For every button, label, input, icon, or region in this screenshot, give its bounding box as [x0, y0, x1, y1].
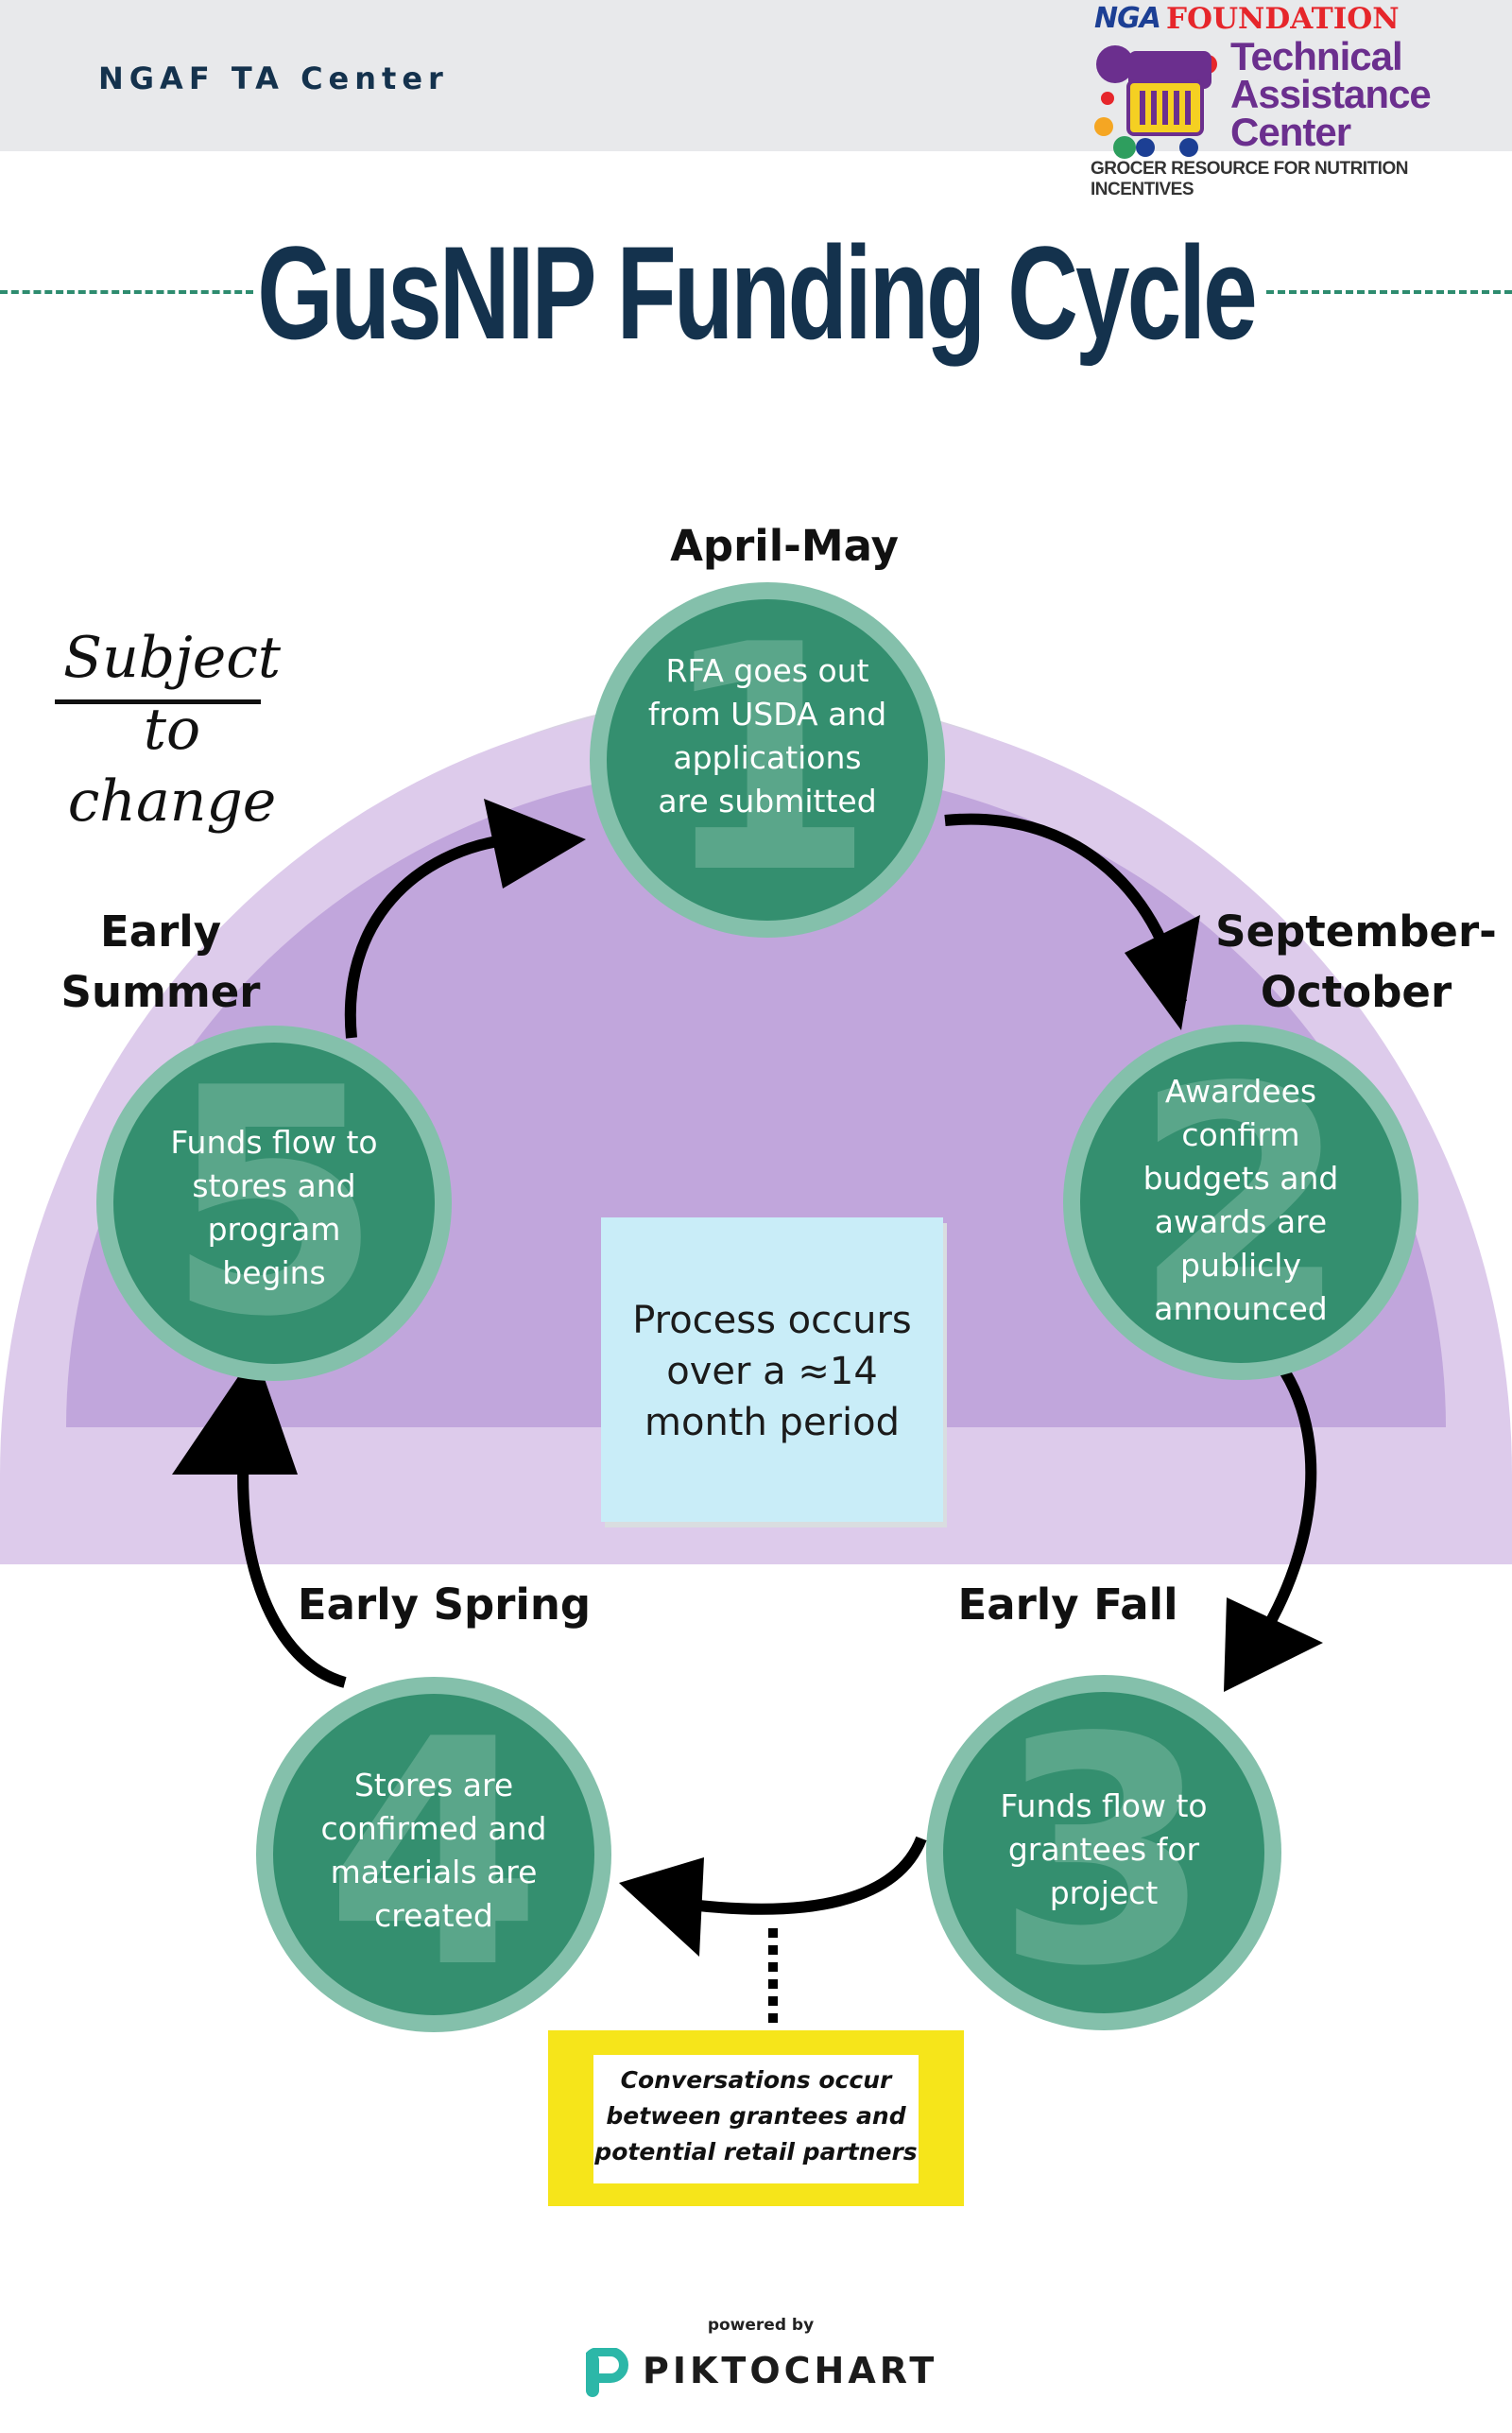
- arrow-3-to-4: [689, 1836, 927, 1915]
- step-circle-2: 2: [1063, 1021, 1418, 1384]
- title-divider-left: [0, 290, 253, 294]
- callout-inner: [593, 2055, 919, 2183]
- step-number-2: 2: [1132, 1021, 1349, 1384]
- logo-technical: Technical: [1230, 34, 1403, 78]
- arrow-4-to-5: [237, 1426, 347, 1688]
- logo-foundation: FOUNDATION: [1166, 2, 1400, 36]
- center-note-text: Process occurs over a ≈14 month period: [632, 1299, 912, 1444]
- step-text-3: Funds flow to grantees for project: [1000, 1787, 1208, 1911]
- arrow-2-to-3: [1251, 1337, 1317, 1648]
- step-number-1: 1: [659, 578, 876, 941]
- arrow-4-to-5-head: [172, 1352, 298, 1475]
- title-divider-right: [1266, 290, 1512, 294]
- piktochart-logo-icon: [586, 2348, 628, 2397]
- logo-assistance: Assistance: [1230, 72, 1432, 116]
- logo-center: Center: [1230, 110, 1351, 154]
- arrow-2-to-3-head: [1224, 1597, 1323, 1692]
- arrow-3-to-4-head: [619, 1857, 704, 1957]
- logo-tagline: GROCER RESOURCE FOR NUTRITION INCENTIVES: [1091, 159, 1408, 199]
- nga-foundation-logo: NGA FOUNDATION Technical Assistance Cent…: [1077, 0, 1436, 199]
- period-label-april-may: April-May: [670, 521, 899, 571]
- powered-by-label: powered by: [707, 2316, 815, 2335]
- step-text-1: RFA goes out from USDA and applications …: [647, 652, 887, 820]
- step-text-4: Stores are confirmed and materials are c…: [320, 1767, 547, 1934]
- to-change-line: to change: [67, 697, 277, 835]
- subject-line: Subject: [63, 625, 281, 691]
- shopping-cart-logo-icon: [1094, 45, 1217, 159]
- callout-text: Conversations occur between grantees and…: [594, 2066, 918, 2166]
- page-title: GusNIP Funding Cycle: [257, 218, 1258, 367]
- center-sticky-note: [601, 1217, 943, 1522]
- step-number-5: 5: [165, 1022, 383, 1385]
- period-label-september-october: September-October: [1215, 906, 1497, 1017]
- period-label-early-spring: Early Spring: [297, 1579, 592, 1630]
- arrow-1-to-2-head: [1125, 915, 1200, 1030]
- header-bar: [0, 0, 1512, 151]
- period-label-early-fall: Early Fall: [957, 1579, 1178, 1630]
- arrow-5-to-1: [344, 834, 511, 1039]
- step-text-5: Funds flow to stores and program begins: [170, 1124, 378, 1291]
- subject-to-change-note: Subject to change: [49, 622, 295, 837]
- step-circle-3: 3: [926, 1671, 1281, 2034]
- arrow-5-to-1-head: [484, 799, 586, 889]
- period-label-early-summer: Early Summer: [60, 906, 261, 1017]
- step-circle-4: 4: [256, 1673, 611, 2036]
- step-text-2: Awardees confirm budgets and awards are …: [1143, 1073, 1339, 1327]
- step-number-3: 3: [995, 1671, 1212, 2034]
- step-circle-5: 5: [96, 1022, 452, 1385]
- logo-nga: NGA: [1094, 2, 1161, 35]
- step-circle-1: 1: [590, 578, 945, 941]
- piktochart-brand: PIKTOCHART: [643, 2350, 938, 2391]
- subject-underline: [55, 699, 261, 704]
- step-number-4: 4: [325, 1673, 542, 2036]
- org-name: NGAF TA Center: [98, 60, 449, 96]
